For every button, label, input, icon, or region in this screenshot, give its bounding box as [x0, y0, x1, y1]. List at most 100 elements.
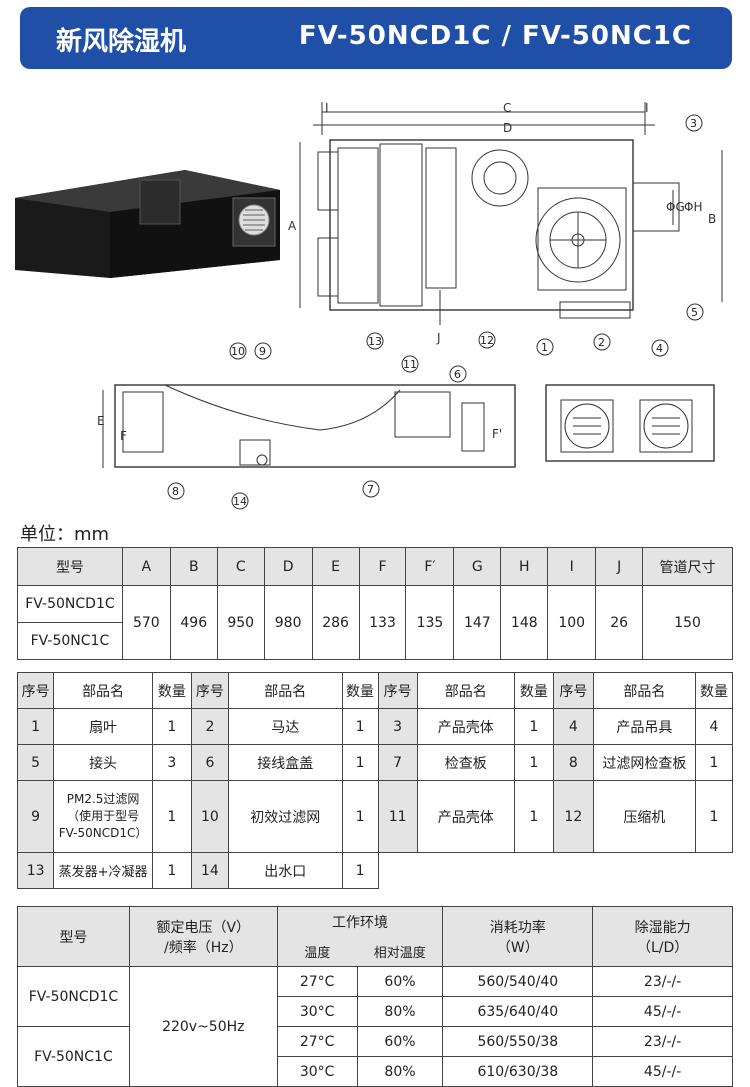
- dims-value-j: 26: [595, 585, 644, 660]
- part-qty: 1: [151, 708, 192, 745]
- part-no: 4: [552, 708, 594, 745]
- elec-dehum: 23/-/-: [592, 966, 733, 997]
- dim-letter-j: J: [436, 331, 441, 345]
- callout-3: 3: [690, 117, 697, 130]
- callout-7: 7: [367, 483, 374, 496]
- part-qty: 1: [694, 780, 734, 853]
- elec-temp: 30°C: [276, 1056, 358, 1087]
- elec-header-dehum-line1: 除湿能力: [634, 919, 691, 936]
- parts-header-qty-3: 数量: [513, 672, 554, 709]
- dims-header-d: D: [263, 547, 313, 586]
- part-name: 接线盒盖: [228, 744, 343, 781]
- dim-letter-e: E: [97, 414, 105, 428]
- part-no: 10: [190, 780, 230, 853]
- dim-letter-d: D: [503, 121, 512, 135]
- parts-header-no-1: 序号: [16, 672, 55, 709]
- technical-drawing: C D I I A B ΦG ΦH J E F F': [15, 101, 723, 510]
- end-view: [545, 384, 715, 462]
- dims-model-1: FV-50NCD1C: [17, 585, 123, 623]
- part-qty: 1: [513, 708, 554, 745]
- part-name: 接头: [53, 744, 153, 781]
- dims-header-f: F: [358, 547, 407, 586]
- part-no: 9: [16, 780, 55, 853]
- elec-header-dehum-line2: （L/D）: [636, 939, 689, 956]
- title-cn: 新风除湿机: [56, 27, 187, 57]
- parts-empty-area: [378, 852, 733, 889]
- dims-header-fp: F′: [405, 547, 455, 586]
- part-name-line: （使用于型号: [67, 809, 140, 823]
- elec-power: 610/630/38: [442, 1056, 594, 1087]
- elec-header-env: 工作环境: [276, 906, 444, 937]
- part-no: 14: [190, 852, 230, 889]
- callouts: 1 2 3 4 5 6 7 8 9 10 11 12 13 14: [167, 114, 704, 510]
- elec-header-power-line1: 消耗功率: [489, 919, 546, 936]
- elec-dehum: 45/-/-: [592, 996, 733, 1027]
- dims-header-h: H: [500, 547, 549, 586]
- dim-letter-c: C: [503, 101, 511, 115]
- callout-12: 12: [480, 334, 494, 347]
- callout-2: 2: [598, 336, 605, 349]
- dims-value-g: 147: [453, 585, 502, 660]
- parts-header-name-2: 部品名: [228, 672, 343, 709]
- elec-rh: 60%: [356, 966, 444, 997]
- part-qty: 1: [341, 852, 379, 889]
- dim-letter-f: F: [120, 429, 127, 443]
- elec-header-dehum: 除湿能力 （L/D）: [592, 906, 733, 967]
- part-qty: 1: [151, 852, 192, 889]
- elec-header-voltage-line1: 额定电压（V）: [156, 919, 251, 936]
- dims-header-c: C: [216, 547, 265, 586]
- part-name: 检查板: [416, 744, 515, 781]
- dims-value-c: 950: [216, 585, 265, 660]
- elec-header-rh: 相对温度: [357, 936, 444, 967]
- callout-14: 14: [233, 495, 247, 508]
- parts-header-name-4: 部品名: [592, 672, 696, 709]
- dim-letter-i-right: I: [645, 101, 649, 115]
- part-name: 产品吊具: [592, 708, 696, 745]
- elec-header-voltage: 额定电压（V） /频率（Hz）: [128, 906, 278, 967]
- callout-6: 6: [454, 368, 461, 381]
- part-name: 蒸发器+冷凝器: [53, 852, 153, 889]
- elec-power: 560/550/38: [442, 1026, 594, 1057]
- top-view: C D I I A B ΦG ΦH J: [288, 101, 723, 345]
- dim-letter-b: B: [708, 212, 716, 226]
- dims-header-g: G: [453, 547, 502, 586]
- dims-value-f: 133: [358, 585, 407, 660]
- part-no: 7: [377, 744, 418, 781]
- elec-dehum: 23/-/-: [592, 1026, 733, 1057]
- callout-8: 8: [172, 485, 179, 498]
- part-name: 扇叶: [53, 708, 153, 745]
- callout-5: 5: [691, 306, 698, 319]
- elec-temp: 27°C: [276, 1026, 358, 1057]
- part-no: 5: [16, 744, 55, 781]
- part-no: 2: [190, 708, 230, 745]
- dims-value-i: 100: [547, 585, 597, 660]
- dim-letter-h: ΦH: [684, 200, 702, 214]
- part-no: 1: [16, 708, 55, 745]
- dim-letter-g: ΦG: [666, 200, 685, 214]
- part-name-line: FV-50NCD1C）: [58, 826, 148, 840]
- dims-header-model: 型号: [17, 547, 123, 586]
- elec-power: 560/540/40: [442, 966, 594, 997]
- header-bar: 新风除湿机 FV-50NCD1C / FV-50NC1C: [20, 7, 732, 69]
- side-view: E F F': [97, 384, 516, 468]
- product-photo: [15, 170, 280, 278]
- elec-header-voltage-line2: /频率（Hz）: [163, 939, 243, 956]
- part-qty: 1: [341, 708, 379, 745]
- dims-header-b: B: [169, 547, 218, 586]
- part-qty: 1: [513, 780, 554, 853]
- part-qty: 1: [341, 780, 379, 853]
- callout-1: 1: [541, 341, 548, 354]
- dims-value-duct: 150: [642, 585, 733, 660]
- dims-header-e: E: [311, 547, 360, 586]
- part-qty: 1: [341, 744, 379, 781]
- part-qty: 1: [151, 780, 192, 853]
- dims-value-b: 496: [169, 585, 218, 660]
- part-no: 12: [552, 780, 594, 853]
- dims-value-e: 286: [311, 585, 360, 660]
- part-no: 13: [16, 852, 55, 889]
- parts-header-qty-1: 数量: [151, 672, 192, 709]
- dimensions-table: 型号 A B C D E F F′ G H I J 管道尺寸 FV-50NCD1…: [17, 547, 733, 660]
- part-qty: 4: [694, 708, 734, 745]
- dims-header-duct: 管道尺寸: [642, 547, 733, 586]
- elec-header-temp: 温度: [276, 936, 358, 967]
